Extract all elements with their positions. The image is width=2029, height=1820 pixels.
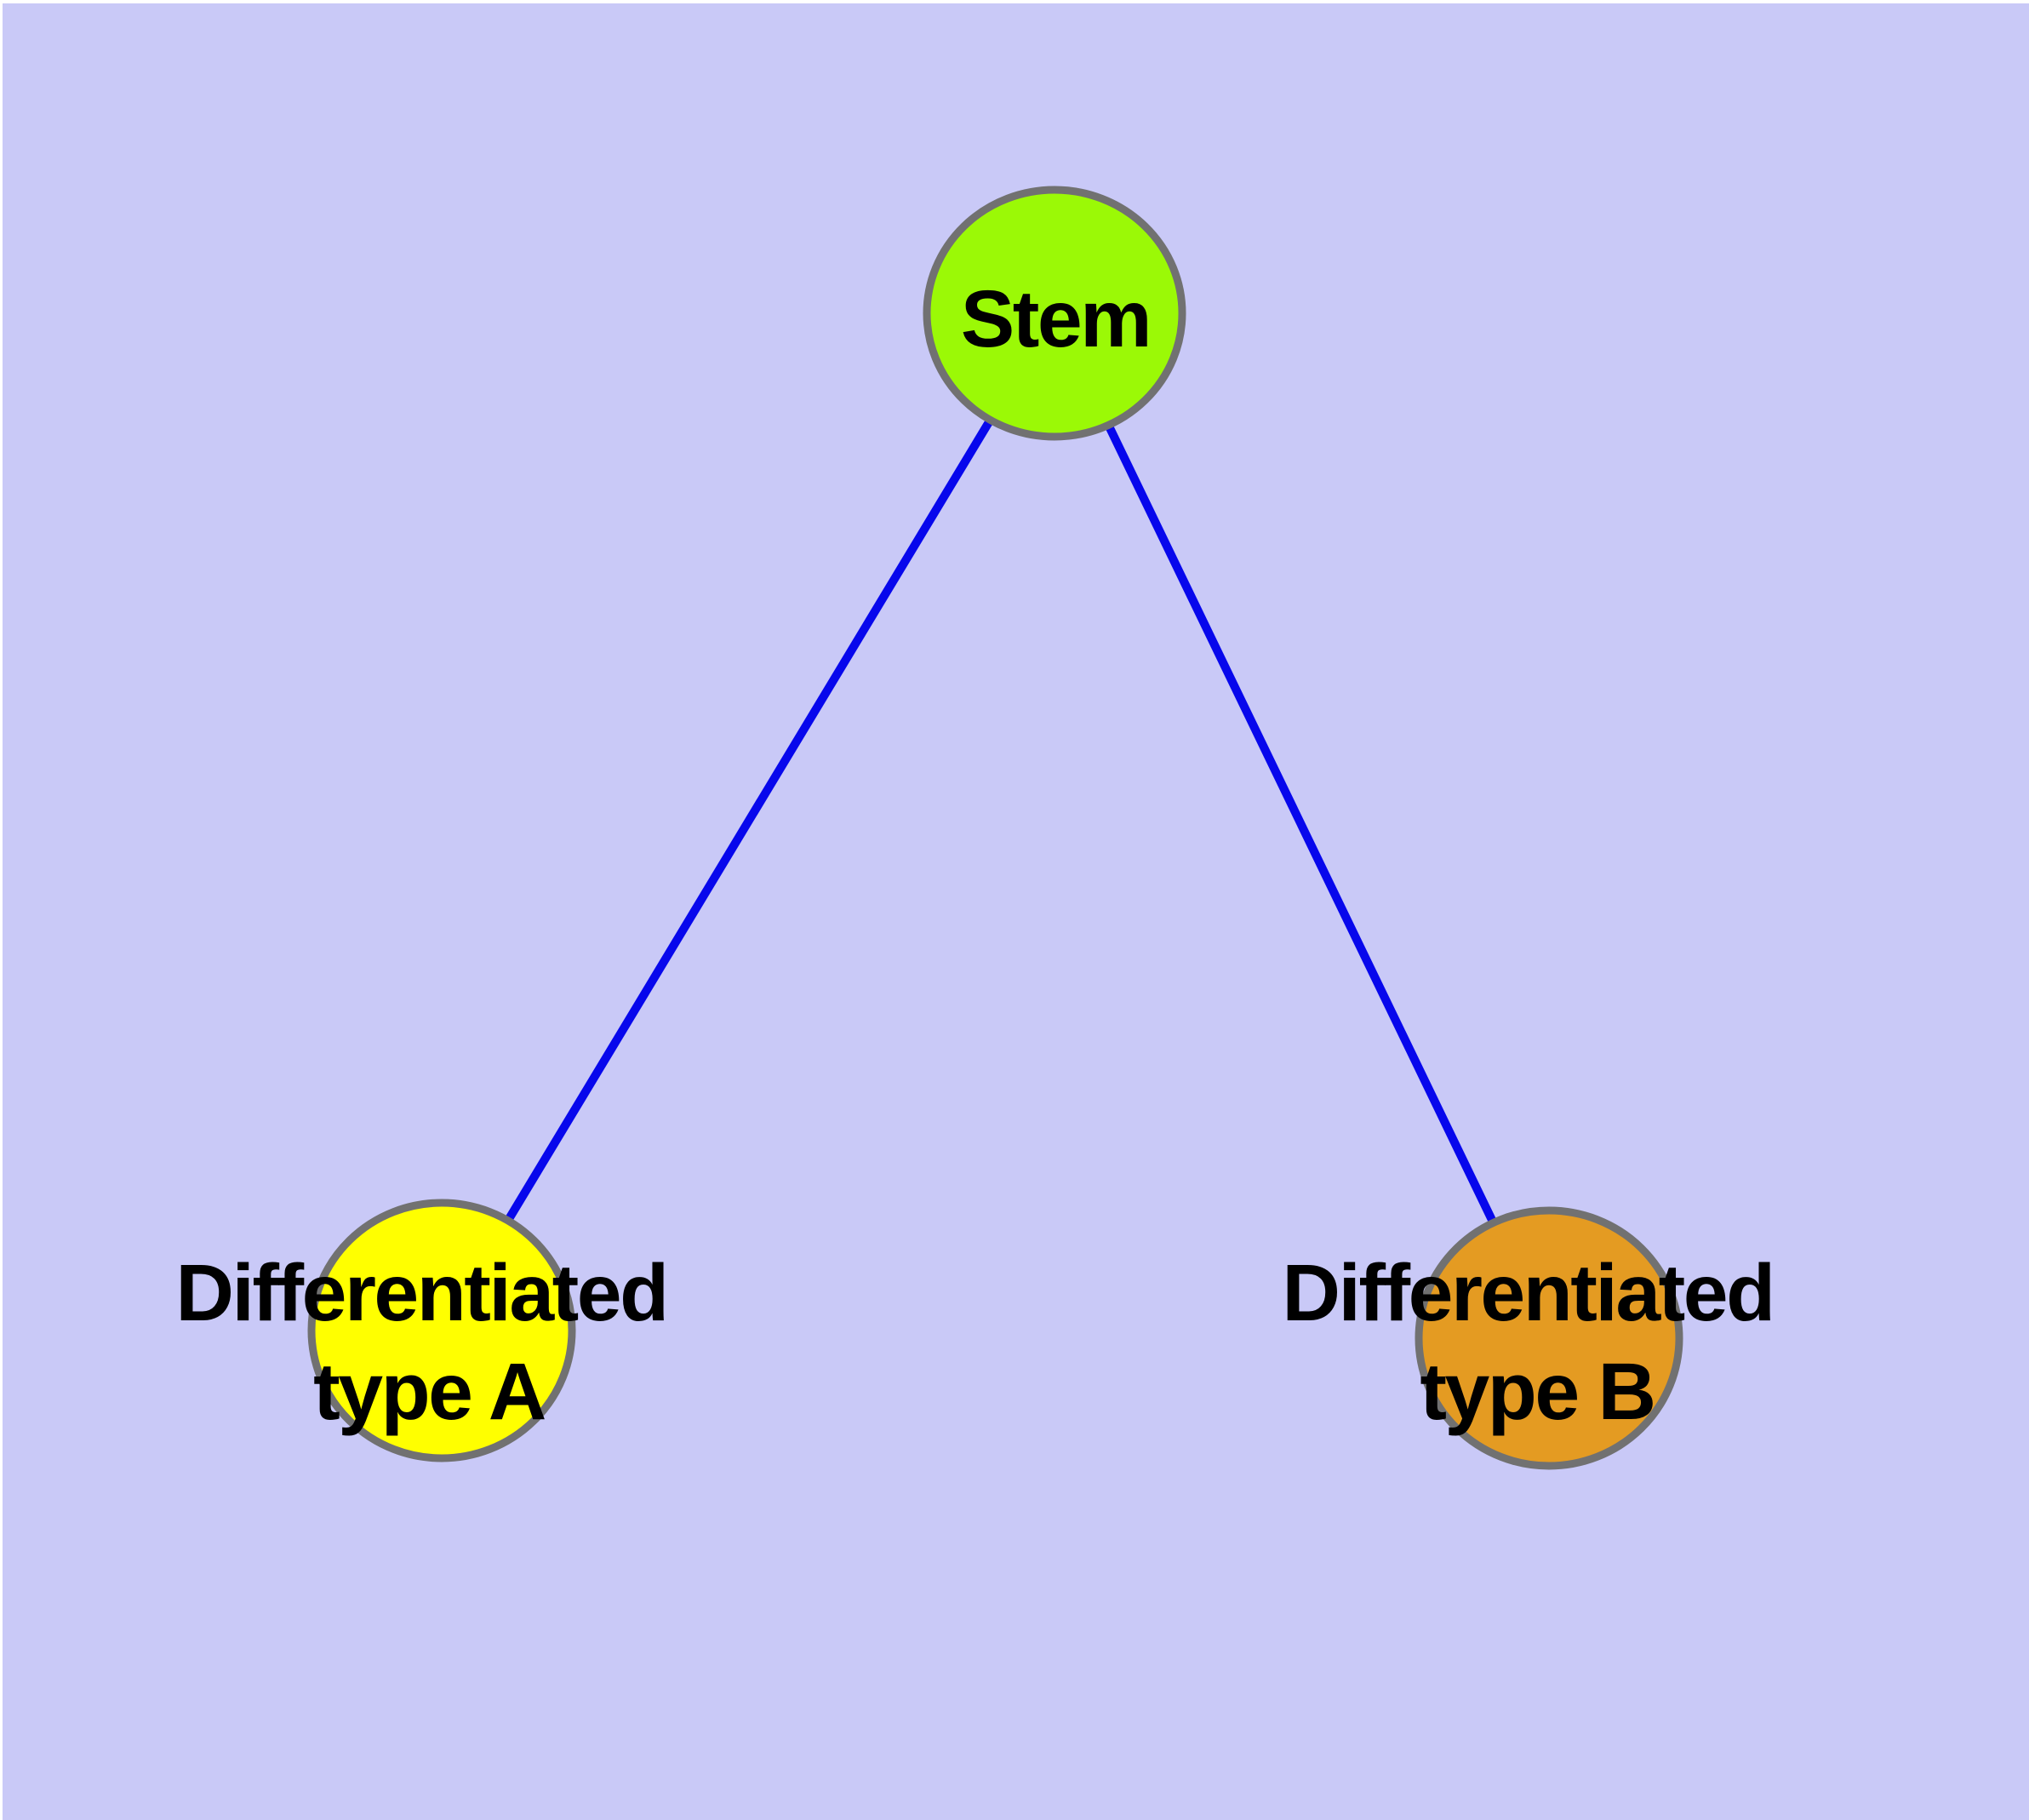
node-differentiated-type-b[interactable] [1415, 1206, 1683, 1470]
node-stem[interactable] [923, 186, 1186, 441]
node-differentiated-type-a[interactable] [307, 1199, 576, 1462]
edge-stem-to-type-a [437, 311, 1059, 1333]
edge-stem-to-type-b [1050, 311, 1553, 1341]
